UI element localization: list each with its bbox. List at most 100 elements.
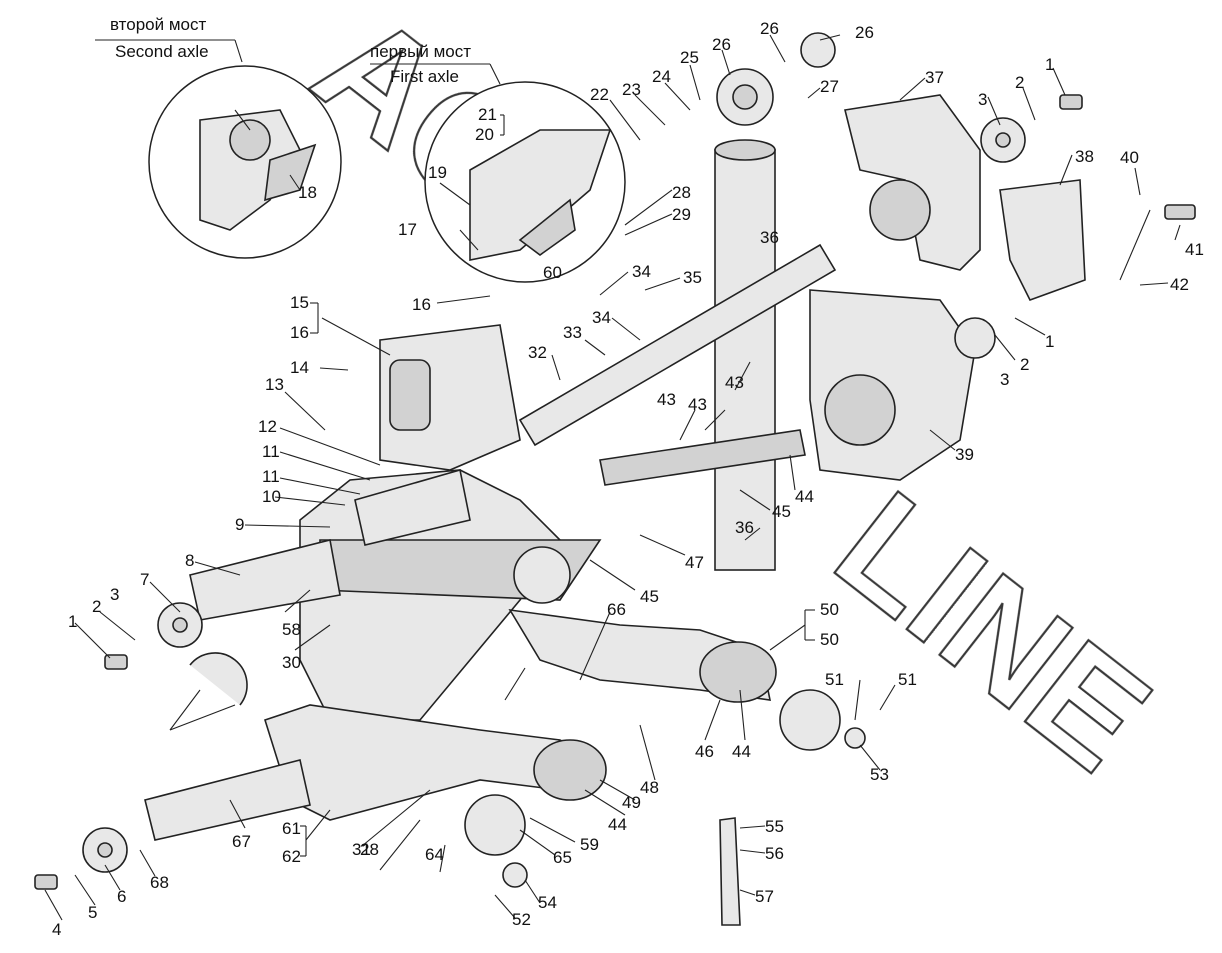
callout-label: 36 [735,518,754,537]
callout-label: 41 [1185,240,1204,259]
small-parts [34,32,1196,926]
callout-label: 57 [755,887,774,906]
callout-label: 20 [475,125,494,144]
first-axle-inset [370,63,626,283]
callout-label: 1 [1045,332,1054,351]
callout-label: 11 [262,467,280,486]
callout-label: 50 [820,600,839,619]
right-hub-housing [809,94,1086,481]
callout-label: 32 [528,343,547,362]
first-axle-en-caption: First axle [390,67,459,86]
callout-label: 8 [185,551,194,570]
second-axle-inset [95,39,342,259]
second-axle-en-caption: Second axle [115,42,209,61]
callout-label: 1 [1045,55,1054,74]
callout-label: 12 [258,417,277,436]
leader-lines [44,34,1181,921]
callout-label: 26 [712,35,731,54]
callout-label: 67 [232,832,251,851]
callout-label: 34 [632,262,651,281]
lower-arms [264,608,777,821]
callout-label: 50 [820,630,839,649]
callout-label: 21 [478,105,497,124]
watermark-bottom-text: LINE [807,459,1180,802]
callout-label: 68 [150,873,169,892]
callout-label: 14 [290,358,309,377]
callout-label: 31 [352,840,371,859]
callout-label: 24 [652,67,671,86]
callout-label: 56 [765,844,784,863]
callout-label: 9 [235,515,244,534]
callout-label: 16 [290,323,309,342]
central-tube [714,139,776,571]
callout-label: 49 [622,793,641,812]
callout-label: 16 [412,295,431,314]
callout-label: 48 [640,778,659,797]
callout-label: 7 [140,570,149,589]
callout-label: 60 [543,263,562,282]
spline-shafts [144,468,471,841]
callout-label: 51 [825,670,844,689]
callout-label: 52 [512,910,531,929]
callout-label: 38 [1075,147,1094,166]
callout-label: 55 [765,817,784,836]
callout-label: 5 [88,903,97,922]
first-axle-ru-caption: первый мост [370,42,471,61]
callout-label: 23 [622,80,641,99]
callout-label: 29 [672,205,691,224]
captions: второй мост Second axle первый мост Firs… [110,15,471,86]
callout-label: 28 [360,840,379,859]
callout-label: 45 [640,587,659,606]
callout-label: 1 [68,612,77,631]
callout-label: 44 [608,815,627,834]
callout-labels: 1 2 3 1 2 3 1 2 3 4 5 6 7 8 9 10 11 11 1… [52,19,1204,939]
callout-label: 2 [92,597,101,616]
callout-label: 39 [955,445,974,464]
callout-label: 43 [688,395,707,414]
callout-label: 17 [398,220,417,239]
callout-label: 47 [685,553,704,572]
callout-label: 10 [262,487,281,506]
callout-label: 11 [262,442,280,461]
callout-label: 44 [795,487,814,506]
callout-label: 51 [898,670,917,689]
callout-label: 2 [1015,73,1024,92]
callout-label: 53 [870,765,889,784]
callout-label: 43 [725,373,744,392]
callout-label: 62 [282,847,301,866]
callout-label: 30 [282,653,301,672]
callout-label: 40 [1120,148,1139,167]
second-axle-ru-caption: второй мост [110,15,206,34]
callout-label: 19 [428,163,447,182]
callout-label: 35 [683,268,702,287]
callout-label: 15 [290,293,309,312]
callout-label: 66 [607,600,626,619]
callout-label: 26 [855,23,874,42]
callout-label: 4 [52,920,61,939]
callout-label: 37 [925,68,944,87]
callout-label: 26 [760,19,779,38]
callout-label: 46 [695,742,714,761]
callout-label: 59 [580,835,599,854]
callout-label: 36 [760,228,779,247]
callout-label: 28 [672,183,691,202]
callout-label: 42 [1170,275,1189,294]
callout-label: 13 [265,375,284,394]
callout-label: 3 [1000,370,1009,389]
callout-label: 33 [563,323,582,342]
callout-label: 18 [298,183,317,202]
callout-label: 58 [282,620,301,639]
callout-label: 54 [538,893,557,912]
callout-label: 45 [772,502,791,521]
callout-label: 64 [425,845,444,864]
callout-label: 43 [657,390,676,409]
callout-label: 3 [110,585,119,604]
callout-label: 34 [592,308,611,327]
callout-label: 3 [978,90,987,109]
callout-label: 65 [553,848,572,867]
callout-label: 22 [590,85,609,104]
shaft-34 [518,243,837,486]
callout-label: 61 [282,819,301,838]
